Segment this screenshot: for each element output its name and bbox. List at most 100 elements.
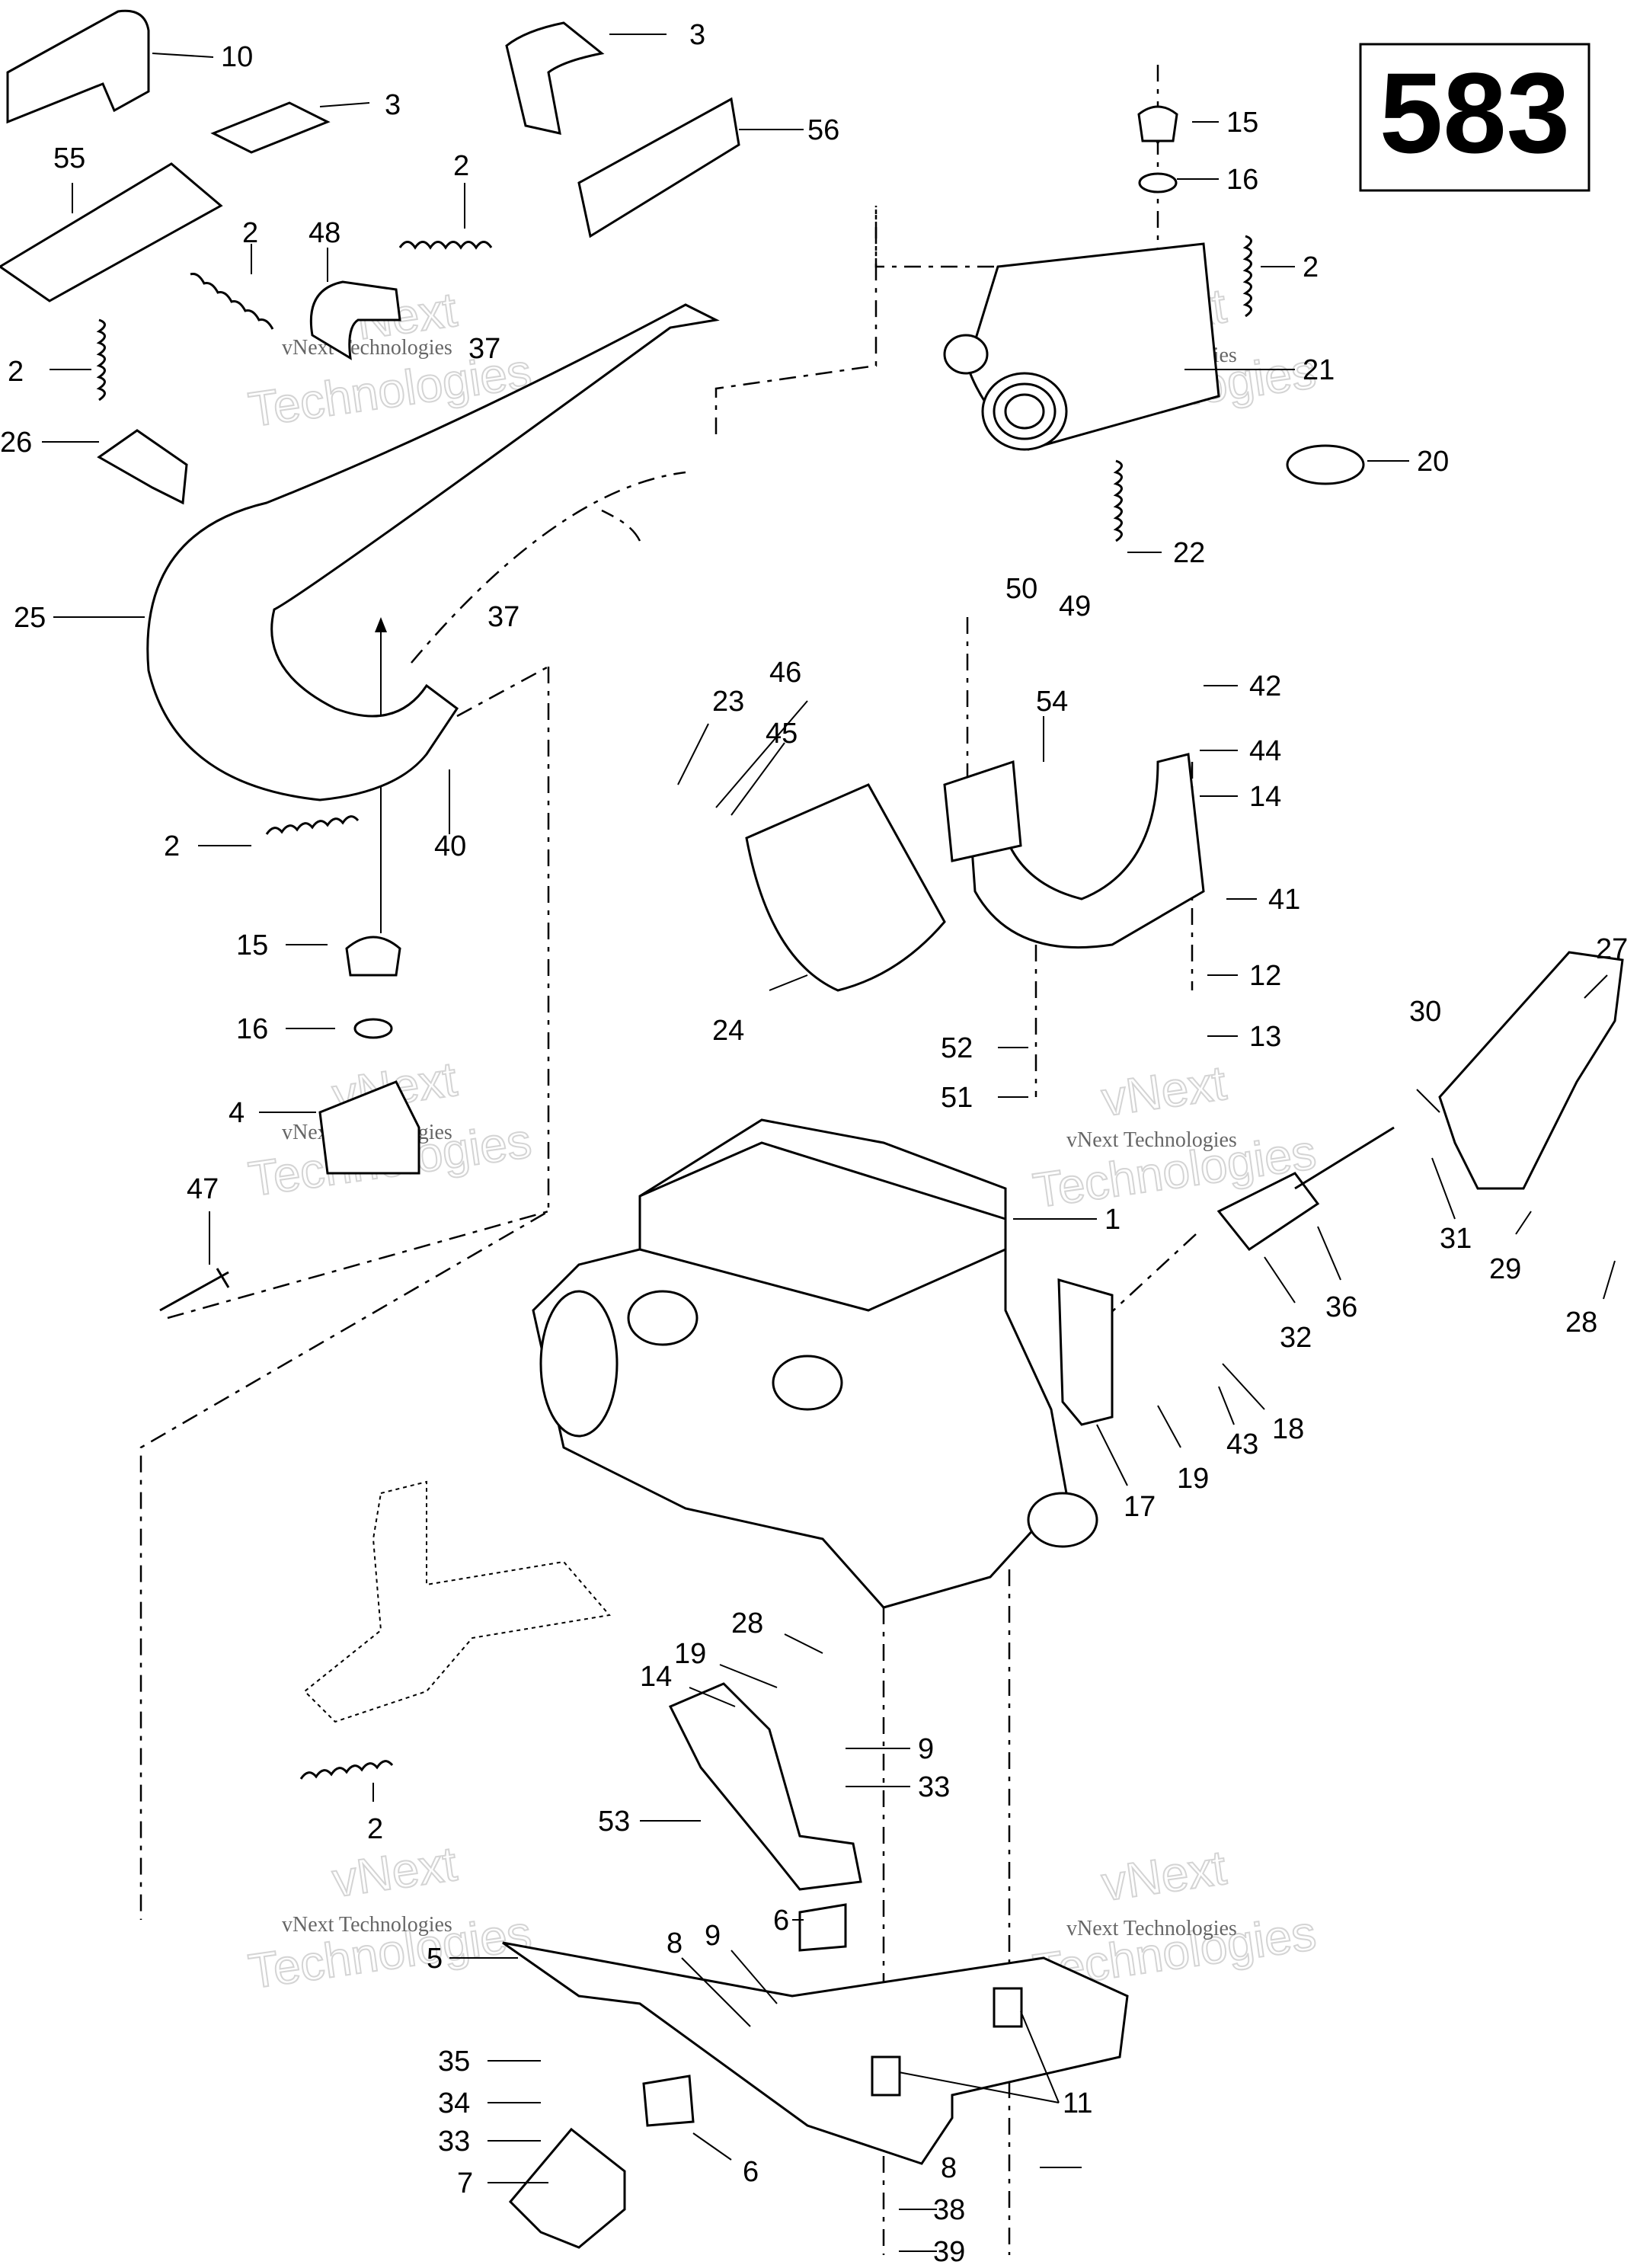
callout-36: 36 [1325, 1291, 1357, 1323]
callout-16: 16 [236, 1013, 268, 1045]
callout-20: 20 [1417, 446, 1449, 478]
callout-49: 49 [1059, 590, 1091, 622]
callout-28: 28 [731, 1607, 763, 1639]
tuned-pipe-part-25 [146, 303, 720, 801]
bracket-part-53 [668, 1682, 862, 1891]
support-plate-part-5 [502, 1941, 1129, 2165]
callout-labels: 10 3 3 56 55 2 2 48 2 37 26 15 16 2 21 2… [0, 19, 1628, 2268]
watermark-bottom-left: vNext Technologies vNext Technologies [245, 1835, 535, 2000]
callout-53: 53 [598, 1806, 630, 1838]
svg-text:vNext: vNext [1098, 1055, 1229, 1127]
callout-29: 29 [1489, 1253, 1521, 1285]
spacer-part-11-a [871, 2055, 901, 2097]
callout-48: 48 [308, 217, 340, 249]
callout-41: 41 [1268, 884, 1300, 916]
callout-54: 54 [1036, 686, 1068, 718]
callout-30: 30 [1409, 996, 1441, 1028]
bolt-part-36 [1294, 1126, 1395, 1190]
bracket-part-4 [318, 1080, 420, 1175]
svg-text:vNext: vNext [329, 1836, 460, 1908]
callout-21: 21 [1303, 354, 1335, 386]
callout-8: 8 [667, 1927, 683, 1959]
plate-part-17 [1057, 1278, 1114, 1426]
callout-45: 45 [766, 718, 798, 750]
air-silencer-part-21 [943, 242, 1220, 451]
callout-24: 24 [712, 1015, 744, 1047]
callout-12: 12 [1249, 960, 1281, 992]
washer-part-16-lower [353, 1018, 393, 1039]
heat-shield-part-10 [6, 9, 150, 124]
callout-15: 15 [236, 929, 268, 961]
callout-56: 56 [807, 114, 839, 146]
callout-38: 38 [933, 2194, 965, 2226]
callout-26: 26 [0, 427, 32, 459]
callout-51: 51 [941, 1082, 973, 1114]
pad-part-3-right [505, 21, 605, 135]
spacer-part-11-b [993, 1987, 1023, 2028]
callout-14: 14 [640, 1661, 672, 1693]
callout-37: 37 [488, 601, 519, 633]
callout-31: 31 [1440, 1223, 1472, 1255]
callout-44: 44 [1249, 735, 1281, 767]
shield-part-24 [745, 783, 946, 992]
callout-16: 16 [1226, 164, 1258, 196]
cap-part-15-top [1137, 105, 1178, 142]
callout-6: 6 [743, 2156, 759, 2188]
callout-50: 50 [1005, 573, 1037, 605]
mount-part-6-upper [798, 1903, 847, 1952]
callout-6: 6 [773, 1905, 789, 1937]
cap-part-15-lower [345, 936, 401, 977]
spacer-part-32 [1216, 1172, 1320, 1252]
callout-2: 2 [164, 830, 180, 862]
base-part-7 [508, 2127, 626, 2249]
callout-2: 2 [453, 150, 469, 182]
bracket-part-54 [943, 760, 1022, 862]
callout-22: 22 [1173, 537, 1205, 569]
callout-2: 2 [1303, 251, 1319, 283]
callout-37: 37 [468, 333, 500, 365]
callout-43: 43 [1226, 1428, 1258, 1460]
callout-2: 2 [8, 356, 24, 388]
callout-35: 35 [438, 2046, 470, 2078]
svg-text:vNext Technologies: vNext Technologies [1066, 1128, 1237, 1152]
svg-text:vNext Technologies: vNext Technologies [1066, 1917, 1237, 1940]
engine-part-1 [532, 1118, 1098, 1609]
svg-text:vNext Technologies: vNext Technologies [282, 336, 452, 360]
callout-28: 28 [1565, 1307, 1597, 1339]
callout-40: 40 [434, 830, 466, 862]
callout-10: 10 [221, 41, 253, 73]
page-number: 583 [1379, 49, 1570, 177]
callout-8: 8 [941, 2152, 957, 2184]
svg-text:vNext: vNext [1098, 1840, 1229, 1911]
callout-52: 52 [941, 1032, 973, 1064]
callout-46: 46 [769, 657, 801, 689]
callout-4: 4 [229, 1097, 245, 1129]
callout-27: 27 [1596, 933, 1628, 965]
insulation-part-56 [577, 97, 740, 238]
callout-33: 33 [438, 2126, 470, 2158]
callout-3: 3 [385, 89, 401, 121]
callout-39: 39 [933, 2236, 965, 2268]
callout-42: 42 [1249, 670, 1281, 702]
callout-32: 32 [1280, 1322, 1312, 1354]
callout-34: 34 [438, 2087, 470, 2119]
mount-part-6-lower [642, 2074, 695, 2127]
callout-33: 33 [918, 1771, 950, 1803]
callout-47: 47 [187, 1173, 219, 1205]
leader-lines [42, 34, 1616, 2252]
mount-part-26 [97, 429, 188, 505]
grommet-part-20 [1286, 444, 1365, 485]
callout-17: 17 [1124, 1491, 1156, 1523]
callout-9: 9 [918, 1733, 934, 1765]
callout-19: 19 [674, 1638, 706, 1670]
page-number-box: 583 [1359, 43, 1590, 192]
callout-15: 15 [1226, 107, 1258, 139]
plate-part-27 [1438, 951, 1624, 1190]
callout-19: 19 [1177, 1463, 1209, 1495]
callout-14: 14 [1249, 781, 1281, 813]
elbow-part-48 [309, 280, 401, 360]
callout-7: 7 [457, 2167, 473, 2199]
callout-3: 3 [689, 19, 705, 51]
washer-part-16-top [1138, 172, 1178, 194]
callout-18: 18 [1272, 1413, 1304, 1445]
